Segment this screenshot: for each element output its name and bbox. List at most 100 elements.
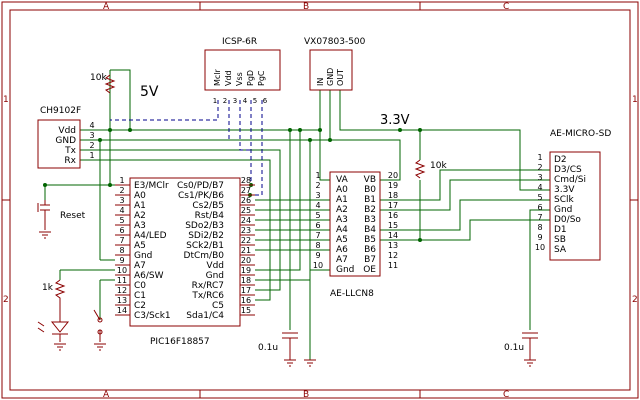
pic-left-pin-label: A0 (134, 191, 146, 201)
ground-symbols (39, 231, 536, 367)
sd-name: AE-MICRO-SD (550, 129, 611, 139)
ch9102f-pin-num: 1 (89, 151, 94, 160)
ch9102f-name: CH9102F (40, 106, 81, 116)
llcn-left-pin-num: 8 (315, 241, 320, 250)
llcn-left-pin-label: A6 (336, 245, 348, 255)
pic-right-pin-label: Gnd (206, 271, 224, 281)
llcn-left-pin-num: 5 (315, 211, 320, 220)
pic-right-pin-num: 18 (241, 276, 251, 285)
llcn-right-pin-num: 18 (388, 191, 398, 200)
sd-pin-label: 3.3V (554, 185, 575, 195)
pic-left-pin-label: A2 (134, 211, 146, 221)
llcn-left-pin-num: 9 (315, 251, 320, 260)
pic-right-pin-label: Cs2/B5 (192, 201, 224, 211)
llcn-right-pin-num: 17 (388, 201, 398, 210)
pic-left-pin-num: 14 (117, 306, 127, 315)
llcn-right-pin-label: B6 (364, 245, 376, 255)
llcn-right-pin-num: 19 (388, 181, 398, 190)
row-label-2: 2 (3, 295, 9, 305)
icsp-pin-label: Vss (235, 72, 244, 86)
supply-5v-label: 5V (140, 84, 159, 100)
wires (44, 69, 550, 360)
regulator-pin-label: GND (326, 68, 335, 86)
sd-pin-label: D1 (554, 225, 567, 235)
pic-right-pin-num: 17 (241, 286, 251, 295)
llcn-right-pin-label: OE (363, 265, 376, 275)
pic-right-pin-label: Sda1/C4 (186, 311, 224, 321)
col-label-b-bottom: B (303, 390, 309, 400)
pic-left-pin-num: 11 (117, 276, 127, 285)
llcn-left-pin-label: A4 (336, 225, 348, 235)
pic-left-pin-label: A3 (134, 221, 146, 231)
pic-right-pin-num: 27 (241, 186, 251, 195)
sd-pin-label: SClk (554, 195, 574, 205)
capacitor-2: 0.1u (504, 332, 538, 360)
sd-pin-num: 3 (537, 173, 542, 182)
sd-pin-num: 6 (537, 203, 542, 212)
llcn-left-pin-label: A7 (336, 255, 348, 265)
pic-right-pin-label: Rst/B4 (195, 211, 225, 221)
sd-pin-num: 9 (537, 233, 542, 242)
ae-llcn8-chip: AE-LLCN8 VA1A02A13A24A35A46A57A68A79Gnd1… (313, 171, 398, 299)
llcn-right-pin-label: B0 (364, 185, 376, 195)
llcn-left-pin-num: 3 (315, 191, 320, 200)
sd-pin-label: D3/CS (554, 165, 582, 175)
svg-text:10k: 10k (90, 73, 107, 83)
pic-left-pin-num: 5 (119, 216, 124, 225)
pic-right-pin-label: SDi2/B2 (188, 231, 224, 241)
icsp-pin-label: Vdd (224, 70, 233, 86)
pic-right-pin-label: Cs1/PK/B6 (178, 191, 224, 201)
regulator-pin-label: IN (316, 78, 325, 86)
llcn-right-pin-label: B1 (364, 195, 376, 205)
ch9102f-pin-label: Vdd (58, 126, 76, 136)
llcn-right-pin-label: B7 (364, 255, 376, 265)
pic-right-pin-label: Tx/RC6 (191, 291, 224, 301)
llcn-right-pin-label: VB (364, 175, 376, 185)
pic-left-pin-num: 9 (119, 256, 124, 265)
icsp-pin-num: 3 (233, 97, 237, 105)
icsp-pin-num: 5 (253, 97, 257, 105)
col-label-a: A (103, 2, 110, 12)
sd-pin-num: 5 (537, 193, 542, 202)
pic-left-pin-num: 2 (119, 186, 124, 195)
sd-pin-num: 10 (535, 243, 545, 252)
llcn-right-pin-num: 20 (388, 171, 398, 180)
pic-right-pin-label: Cs0/PD/B7 (177, 181, 224, 191)
svg-text:0.1u: 0.1u (504, 343, 524, 353)
pic-left-pin-label: A7 (134, 261, 146, 271)
llcn-left-pin-num: 6 (315, 221, 320, 230)
llcn-right-pin-num: 12 (388, 251, 398, 260)
llcn-right-pin-num: 13 (388, 241, 398, 250)
pic-name: PIC16F18857 (150, 337, 210, 347)
llcn-left-pin-num: 1 (315, 171, 320, 180)
svg-text:0.1u: 0.1u (258, 343, 278, 353)
reset-button-icon: Reset (37, 200, 86, 230)
pic-right-pin-num: 20 (241, 256, 251, 265)
pic16f18857-chip: PIC16F18857 E3/MClr1A02A13A24A35A4/LED6A… (115, 176, 255, 347)
pic-left-pin-label: A4/LED (134, 231, 167, 241)
ch9102f-pin-label: Tx (64, 146, 76, 156)
resistor-led: 1k (42, 279, 66, 310)
pic-right-pin-num: 24 (241, 216, 251, 225)
regulator-pin-label: OUT (336, 69, 345, 86)
llcn-left-pin-label: A2 (336, 205, 348, 215)
llcn-right-pin-label: B5 (364, 235, 376, 245)
row-label-1-right: 1 (632, 95, 638, 105)
resistor-right: 10k (414, 159, 447, 179)
sd-pin-num: 2 (537, 163, 542, 172)
ch9102f-pin-label: GND (55, 136, 76, 146)
pic-left-pin-label: C2 (134, 301, 146, 311)
pic-left-pin-num: 8 (119, 246, 124, 255)
pic-right-pin-label: C5 (212, 301, 224, 311)
llcn-right-pin-num: 11 (388, 261, 398, 270)
ch9102f-pin-label: Rx (64, 156, 76, 166)
sd-pin-label: Gnd (554, 205, 572, 215)
pic-right-pin-num: 15 (241, 306, 251, 315)
pic-left-pin-label: A1 (134, 201, 146, 211)
ch9102f-pin-num: 3 (89, 131, 94, 140)
